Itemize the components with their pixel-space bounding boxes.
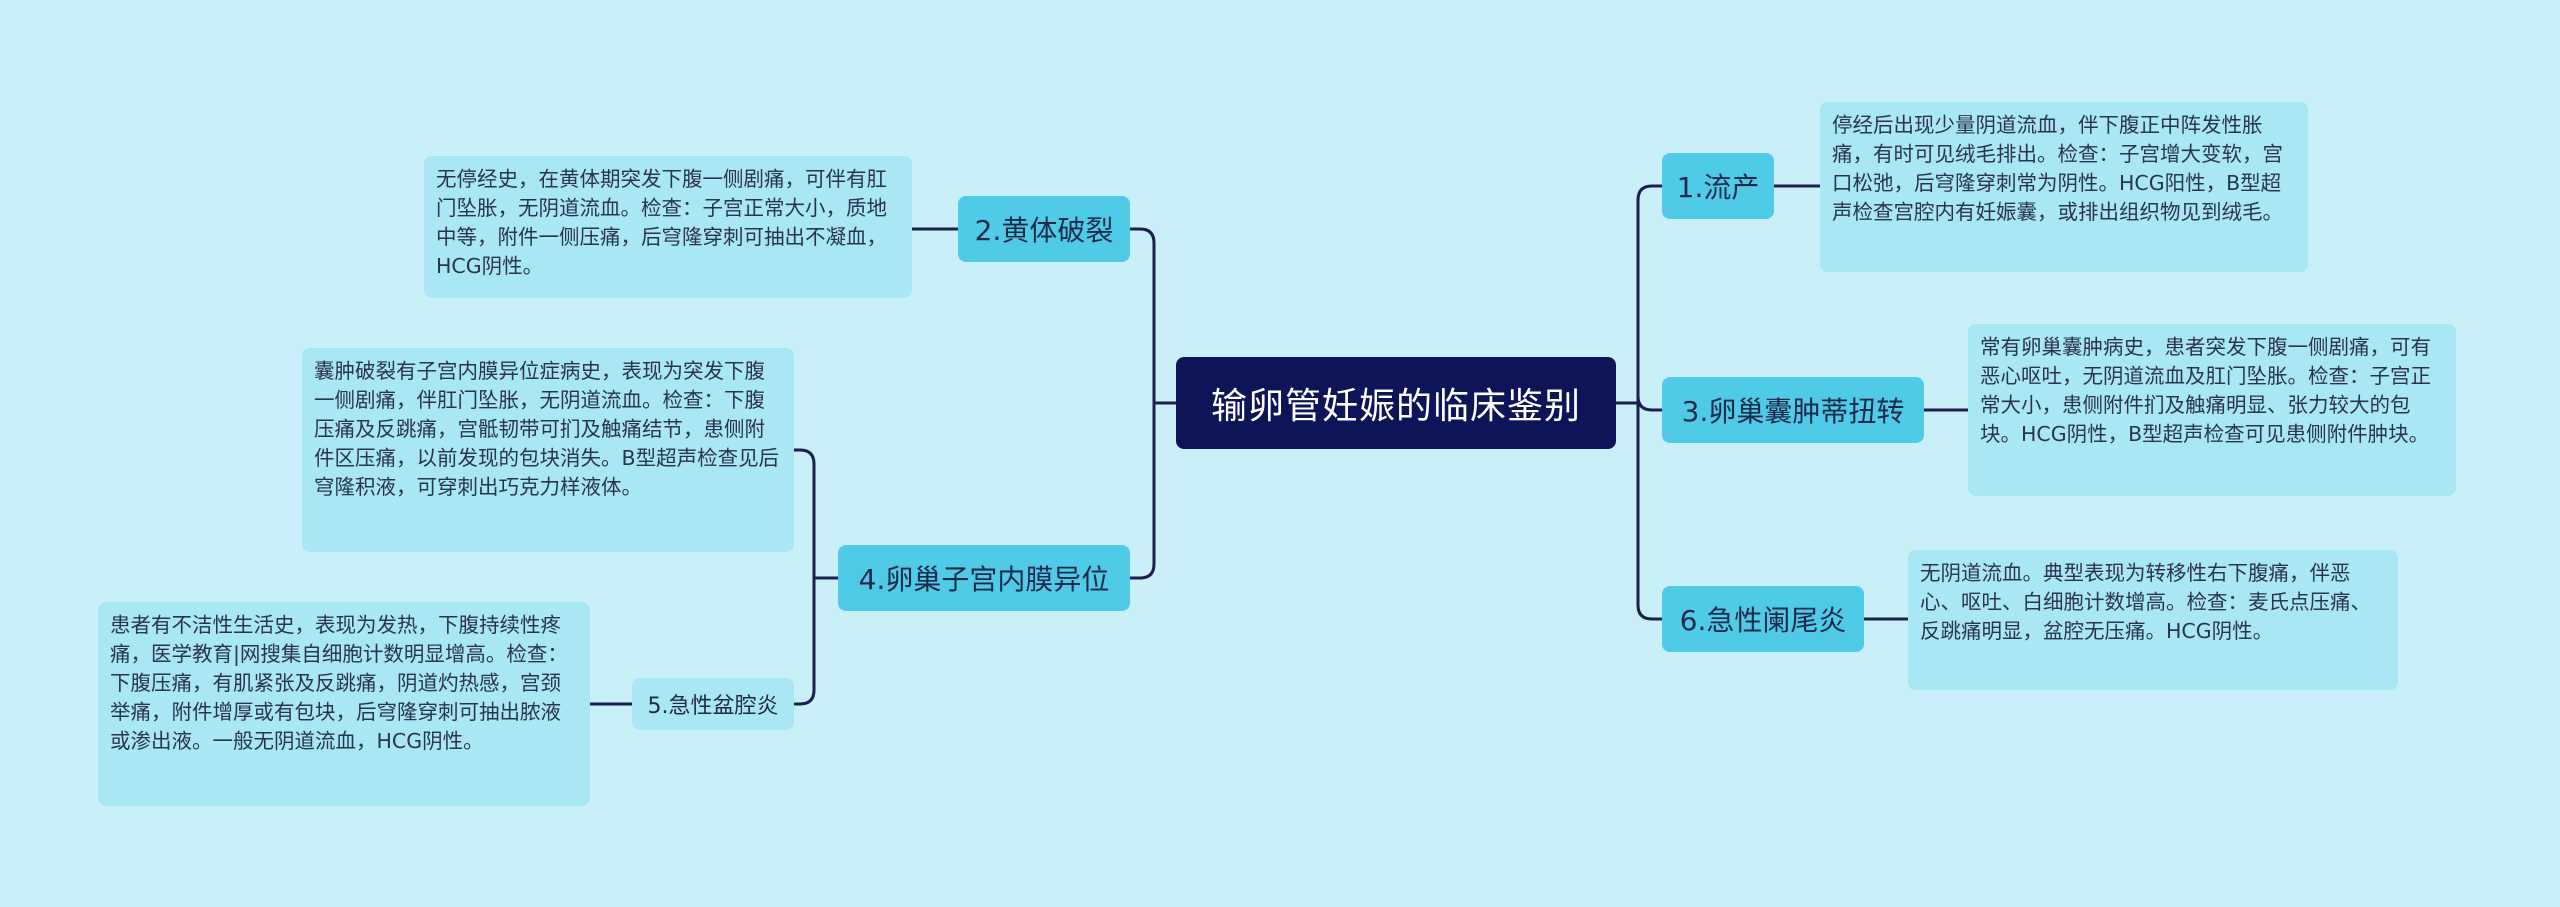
topic-acute-appendicitis[interactable]: 6.急性阑尾炎 [1662, 586, 1864, 652]
link-root-right-3 [1616, 401, 1662, 621]
note-ovarian-cyst-torsion: 常有卵巢囊肿病史，患者突发下腹一侧剧痛，可有恶心呕吐，无阴道流血及肛门坠胀。检查… [1968, 324, 2456, 496]
link-root-left-1 [1130, 227, 1176, 405]
subtopic-acute-pelvic-inflammation[interactable]: 5.急性盆腔炎 [632, 678, 794, 730]
link-root-left-2 [1130, 401, 1176, 580]
topic-ovarian-cyst-torsion[interactable]: 3.卵巢囊肿蒂扭转 [1662, 377, 1924, 443]
topic-corpus-luteum-rupture[interactable]: 2.黄体破裂 [958, 196, 1130, 262]
note-acute-pelvic-inflammation: 患者有不洁性生活史，表现为发热，下腹持续性疼痛，医学教育|网搜集自细胞计数明显增… [98, 602, 590, 806]
link-t4-t5 [794, 578, 816, 706]
topic-miscarriage[interactable]: 1.流产 [1662, 153, 1774, 219]
link-t4-note [794, 448, 816, 578]
note-corpus-luteum-rupture: 无停经史，在黄体期突发下腹一侧剧痛，可伴有肛门坠胀，无阴道流血。检查：子宫正常大… [424, 156, 912, 298]
note-miscarriage: 停经后出现少量阴道流血，伴下腹正中阵发性胀痛，有时可见绒毛排出。检查：子宫增大变… [1820, 102, 2308, 272]
note-acute-appendicitis: 无阴道流血。典型表现为转移性右下腹痛，伴恶心、呕吐、白细胞计数增高。检查：麦氏点… [1908, 550, 2398, 690]
root-topic[interactable]: 输卵管妊娠的临床鉴别 [1176, 357, 1616, 449]
note-ovarian-endometriosis: 囊肿破裂有子宫内膜异位症病史，表现为突发下腹一侧剧痛，伴肛门坠胀，无阴道流血。检… [302, 348, 794, 552]
link-root-right-2 [1616, 395, 1662, 412]
link-root-right-1 [1616, 184, 1662, 405]
topic-ovarian-endometriosis[interactable]: 4.卵巢子宫内膜异位 [838, 545, 1130, 611]
